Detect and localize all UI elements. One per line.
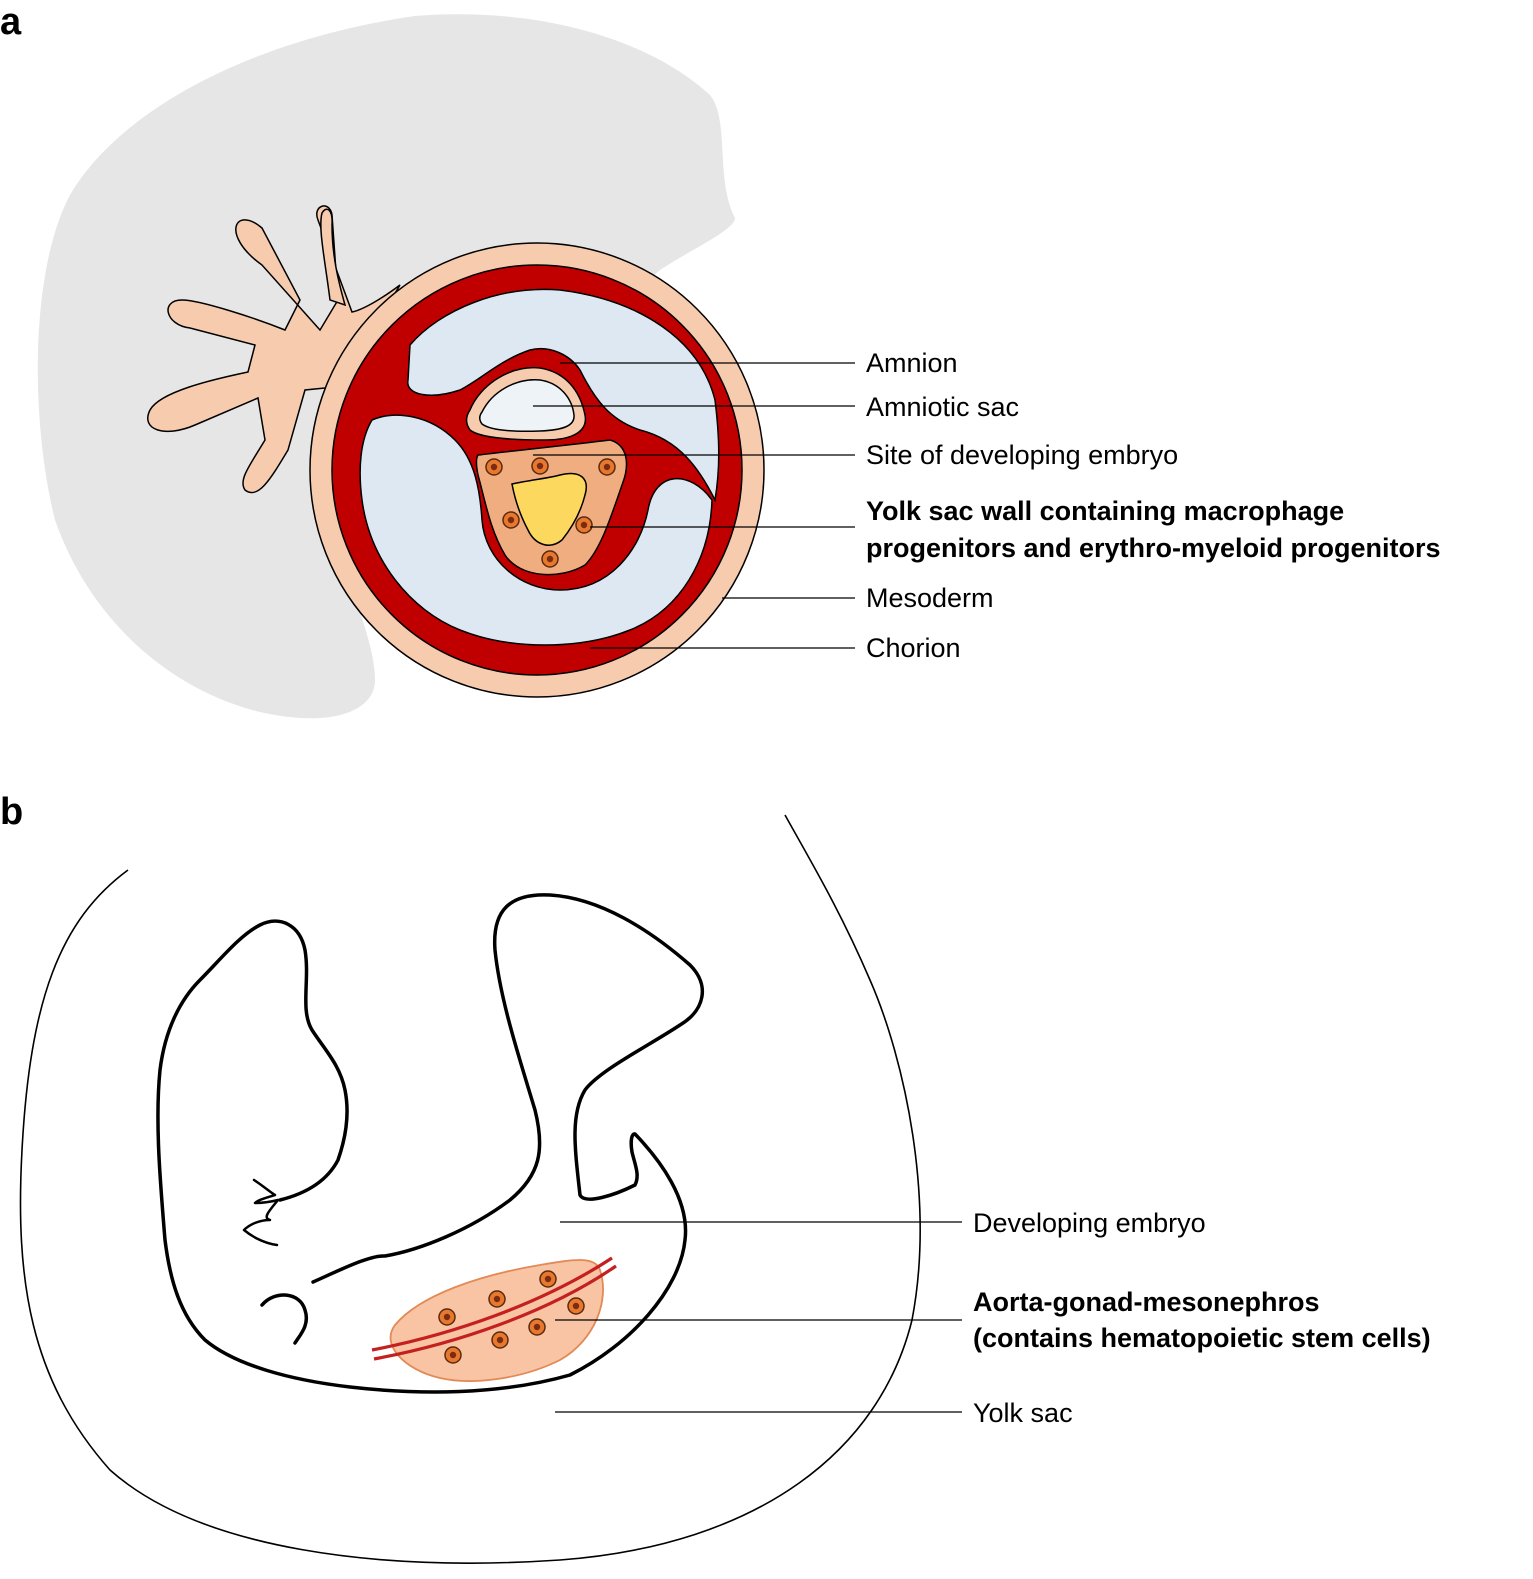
embryo-tail-bud (260, 1293, 308, 1345)
yolk-sac-center (511, 472, 587, 546)
embryo-outline (156, 893, 705, 1394)
yolk-sac-outline (19, 814, 921, 1564)
panel-a: a (0, 1, 1441, 719)
cell (539, 1270, 557, 1288)
dorsal-aorta-line-1 (371, 1256, 613, 1352)
panel-a-leader-lines (533, 362, 855, 649)
cell (598, 458, 616, 476)
yolk-sac-progenitor-cells (485, 457, 616, 568)
cell (528, 1318, 546, 1336)
label-embryo-site: Site of developing embryo (866, 440, 1178, 470)
dorsal-aorta-line-2 (373, 1264, 617, 1361)
label-agm-line2: (contains hematopoietic stem cells) (973, 1323, 1431, 1353)
label-chorion: Chorion (866, 633, 961, 663)
cell (485, 458, 503, 476)
label-agm-line1: Aorta-gonad-mesonephros (973, 1287, 1320, 1317)
cell (502, 511, 520, 529)
label-developing-embryo: Developing embryo (973, 1208, 1206, 1238)
label-yolk-sac: Yolk sac (973, 1398, 1073, 1428)
panel-b-letter: b (0, 791, 23, 833)
chorionic-cavity-upper (407, 288, 720, 503)
panel-b: b Developing embryo (0, 791, 1431, 1564)
cell (444, 1346, 462, 1364)
amniotic-sac (479, 379, 575, 432)
label-yolk-sac-wall-line2: progenitors and erythro-myeloid progenit… (866, 533, 1441, 563)
cell (567, 1297, 585, 1315)
villus-finger-1 (320, 208, 347, 307)
cell (491, 1331, 509, 1349)
label-amnion: Amnion (866, 348, 958, 378)
agm-region (389, 1259, 604, 1382)
label-mesoderm: Mesoderm (866, 583, 994, 613)
cell (541, 550, 559, 568)
agm-stem-cells (438, 1270, 585, 1364)
label-yolk-sac-wall-line1: Yolk sac wall containing macrophage (866, 496, 1344, 526)
label-amniotic-sac: Amniotic sac (866, 392, 1019, 422)
cell (438, 1308, 456, 1326)
panel-a-letter: a (0, 1, 22, 43)
panel-b-leader-lines (555, 1221, 962, 1413)
cell (488, 1290, 506, 1308)
chorionic-cavity-lower (359, 414, 713, 646)
cell (531, 457, 549, 475)
cell (575, 516, 593, 534)
embryo-face-detail (242, 1178, 280, 1247)
